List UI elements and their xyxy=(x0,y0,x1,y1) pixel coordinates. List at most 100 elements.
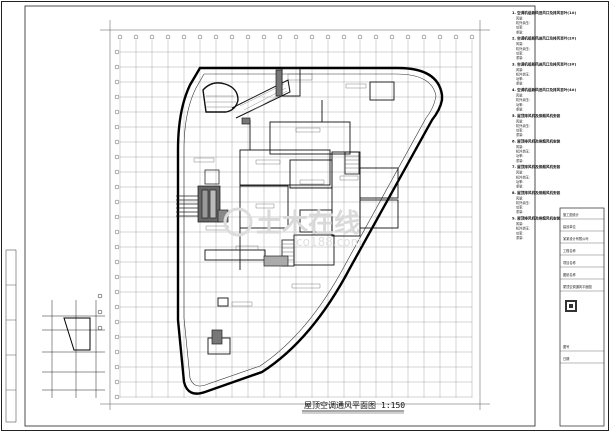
axis-bubble xyxy=(114,139,120,145)
axis-bubble xyxy=(245,34,251,40)
note-detail: 机外余压: xyxy=(516,97,530,102)
title-block-field: 屋顶空调通风平面图 xyxy=(563,284,592,289)
axis-bubble xyxy=(181,34,187,40)
note-detail: 重量: xyxy=(516,158,523,163)
note-detail: 重量: xyxy=(516,132,523,137)
axis-bubble xyxy=(114,154,120,160)
building-outline xyxy=(176,66,444,395)
interior-walls xyxy=(204,67,399,355)
axis-bubble xyxy=(114,304,120,310)
note-detail: 功率: xyxy=(516,205,523,210)
axis-bubble xyxy=(213,34,219,40)
note-detail: 重量: xyxy=(516,209,523,214)
note-detail: 风量: xyxy=(516,67,523,72)
binding-strip xyxy=(5,249,17,423)
axis-bubble xyxy=(114,394,120,400)
axis-bubble xyxy=(114,124,120,130)
watermark-text: 土木在线 xyxy=(256,209,360,239)
axis-bubble xyxy=(114,379,120,385)
note-detail: 机外余压: xyxy=(516,174,530,179)
axis-bubble xyxy=(197,34,203,40)
axis-bubble xyxy=(165,34,171,40)
note-detail: 机外余压: xyxy=(516,149,530,154)
note-detail: 功率: xyxy=(516,50,523,55)
note-detail: 重量: xyxy=(516,235,523,240)
axis-bubble xyxy=(229,34,235,40)
axis-bubble xyxy=(114,229,120,235)
axis-bubble xyxy=(117,34,123,40)
axis-bubble xyxy=(309,34,315,40)
axis-bubble xyxy=(373,34,379,40)
note-detail: 功率: xyxy=(516,25,523,30)
note-detail: 功率: xyxy=(516,128,523,133)
drawing-scale: 1:150 xyxy=(381,401,405,410)
title-block-field: 项目名称 xyxy=(563,260,577,265)
axis-bubble xyxy=(261,34,267,40)
title-block: 施工图设计建设单位某某设计有限公司工程名称项目名称图纸名称屋顶空调通风平面图图号… xyxy=(559,207,605,427)
title-block-field: 图纸名称 xyxy=(563,272,577,277)
axis-bubble xyxy=(114,319,120,325)
note-item: 9. 屋顶排风机及排烟风机安装 xyxy=(512,216,561,221)
design-notes: 1. 空调机组新风进风口及排风百叶(1#)风量: 机外余压: 功率: 重量: 2… xyxy=(512,10,577,240)
axis-bubble xyxy=(114,49,120,55)
axis-bubble xyxy=(114,169,120,175)
axis-bubble xyxy=(114,334,120,340)
note-detail: 机外余压: xyxy=(516,72,530,77)
title-block-field: 施工图设计 xyxy=(563,212,580,217)
note-detail: 机外余压: xyxy=(516,123,530,128)
note-item: 6. 屋顶排风机及排烟风机安装 xyxy=(512,139,561,144)
axis-bubble xyxy=(114,364,120,370)
axis-bubble xyxy=(277,34,283,40)
axis-bubble xyxy=(114,259,120,265)
axis-bubble xyxy=(405,34,411,40)
note-detail: 风量: xyxy=(516,118,523,123)
axis-bubble xyxy=(114,244,120,250)
note-detail: 风量: xyxy=(516,144,523,149)
note-item: 4. 空调机组新风进风口及排风百叶(4#) xyxy=(512,87,577,92)
sheet-inner-border xyxy=(24,5,536,427)
title-block-field: 图号 xyxy=(563,344,569,349)
axis-bubble xyxy=(114,289,120,295)
note-detail: 重量: xyxy=(516,184,523,189)
axis-bubble xyxy=(114,109,120,115)
note-detail: 功率: xyxy=(516,230,523,235)
note-detail: 机外余压: xyxy=(516,46,530,51)
title-block-field: 日期 xyxy=(563,356,569,361)
note-item: 1. 空调机组新风进风口及排风百叶(1#) xyxy=(512,10,577,15)
title-block-field: 工程名称 xyxy=(563,248,577,253)
title-block-field: 某某设计有限公司 xyxy=(563,236,589,241)
duct-hatch xyxy=(176,69,289,345)
note-detail: 机外余压: xyxy=(516,20,530,25)
note-item: 7. 屋顶排风机及排烟风机安装 xyxy=(512,164,561,169)
note-detail: 功率: xyxy=(516,179,523,184)
note-detail: 功率: xyxy=(516,102,523,107)
note-detail: 重量: xyxy=(516,106,523,111)
axis-bubble xyxy=(114,274,120,280)
note-detail: 风量: xyxy=(516,170,523,175)
axis-bubble xyxy=(453,34,459,40)
axis-bubble xyxy=(325,34,331,40)
note-detail: 功率: xyxy=(516,153,523,158)
watermark: 土木在线 co188.com xyxy=(223,207,362,249)
note-detail: 风量: xyxy=(516,16,523,21)
note-detail: 重量: xyxy=(516,81,523,86)
axis-bubble xyxy=(133,34,139,40)
note-detail: 风量: xyxy=(516,41,523,46)
axis-bubble xyxy=(114,349,120,355)
drawing-title: 屋顶空调通风平面图 1:150 xyxy=(302,400,405,414)
note-detail: 重量: xyxy=(516,29,523,34)
inset-detail xyxy=(42,293,105,398)
watermark-subtext: co188.com xyxy=(296,235,362,249)
axis-bubble xyxy=(114,214,120,220)
axis-bubble xyxy=(114,184,120,190)
note-item: 8. 屋顶排风机及排烟风机安装 xyxy=(512,190,561,195)
axis-bubble xyxy=(293,34,299,40)
note-item: 3. 空调机组新风进风口及排风百叶(3#) xyxy=(512,61,577,66)
note-detail: 功率: xyxy=(516,76,523,81)
axis-bubble xyxy=(389,34,395,40)
axis-bubble xyxy=(341,34,347,40)
axis-bubble xyxy=(149,34,155,40)
axis-bubble xyxy=(469,34,475,40)
